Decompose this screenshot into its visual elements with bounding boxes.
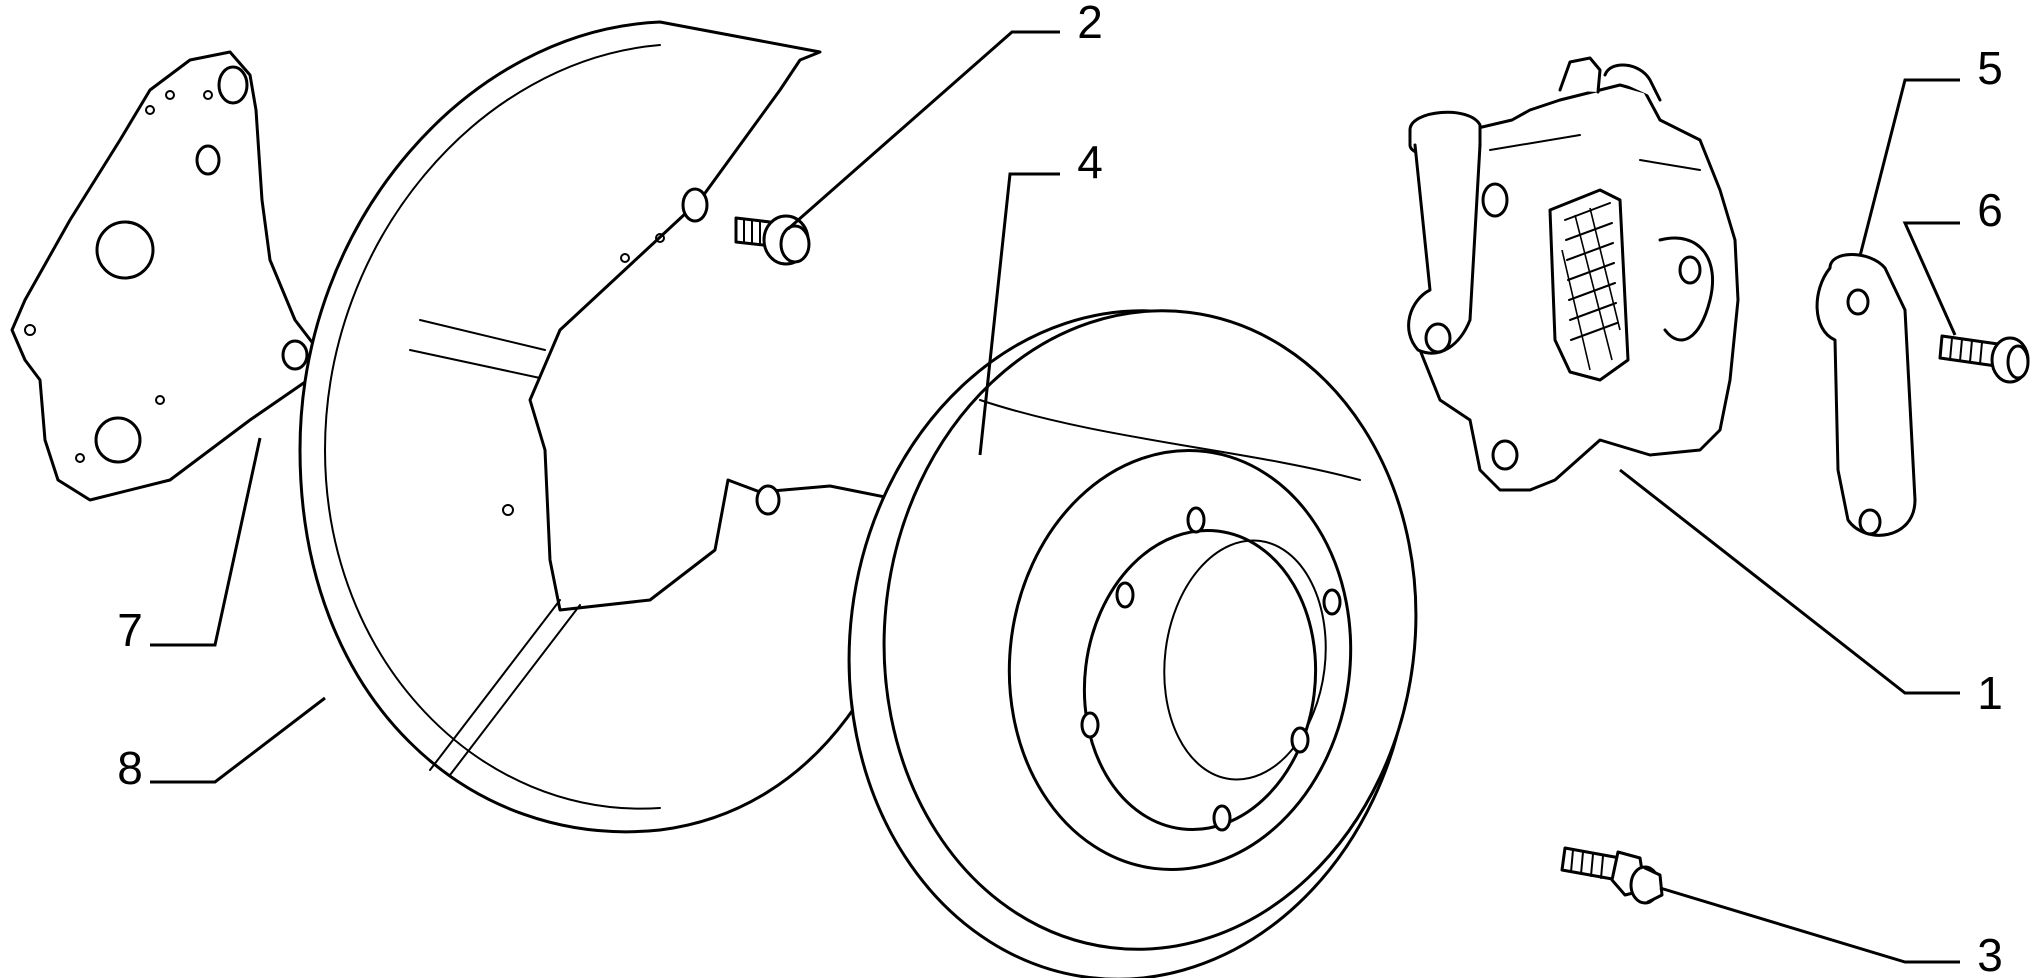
callout-label-6: 6 — [1977, 184, 2003, 236]
callout-label-8: 8 — [117, 742, 143, 794]
bracket-link-part — [1815, 253, 1917, 537]
bolt-part-2 — [734, 214, 811, 266]
leader-line-8 — [150, 696, 326, 784]
brake-disc-part — [847, 309, 1418, 978]
leader-line-2 — [787, 30, 1060, 231]
leader-line-3 — [1659, 886, 1960, 964]
callout-label-5: 5 — [1977, 42, 2003, 94]
leader-line-1 — [1619, 468, 1960, 695]
leader-lines — [150, 30, 1960, 964]
callout-labels: 1 2 3 4 5 6 7 8 — [117, 0, 2003, 978]
leader-line-5 — [1858, 78, 1960, 257]
bolt-part-6 — [1938, 334, 2030, 384]
callout-label-4: 4 — [1077, 136, 1103, 188]
callout-label-2: 2 — [1077, 0, 1103, 48]
mounting-plate-part — [10, 50, 320, 502]
leader-line-6 — [1902, 221, 1960, 336]
bolt-part-3 — [1560, 846, 1664, 905]
dust-shield-part — [298, 20, 927, 834]
brake-caliper-part — [1407, 56, 1740, 492]
callout-label-1: 1 — [1977, 667, 2003, 719]
leader-line-7 — [150, 437, 262, 647]
callout-label-3: 3 — [1977, 929, 2003, 978]
callout-label-7: 7 — [117, 604, 143, 656]
leader-line-4 — [978, 172, 1060, 456]
